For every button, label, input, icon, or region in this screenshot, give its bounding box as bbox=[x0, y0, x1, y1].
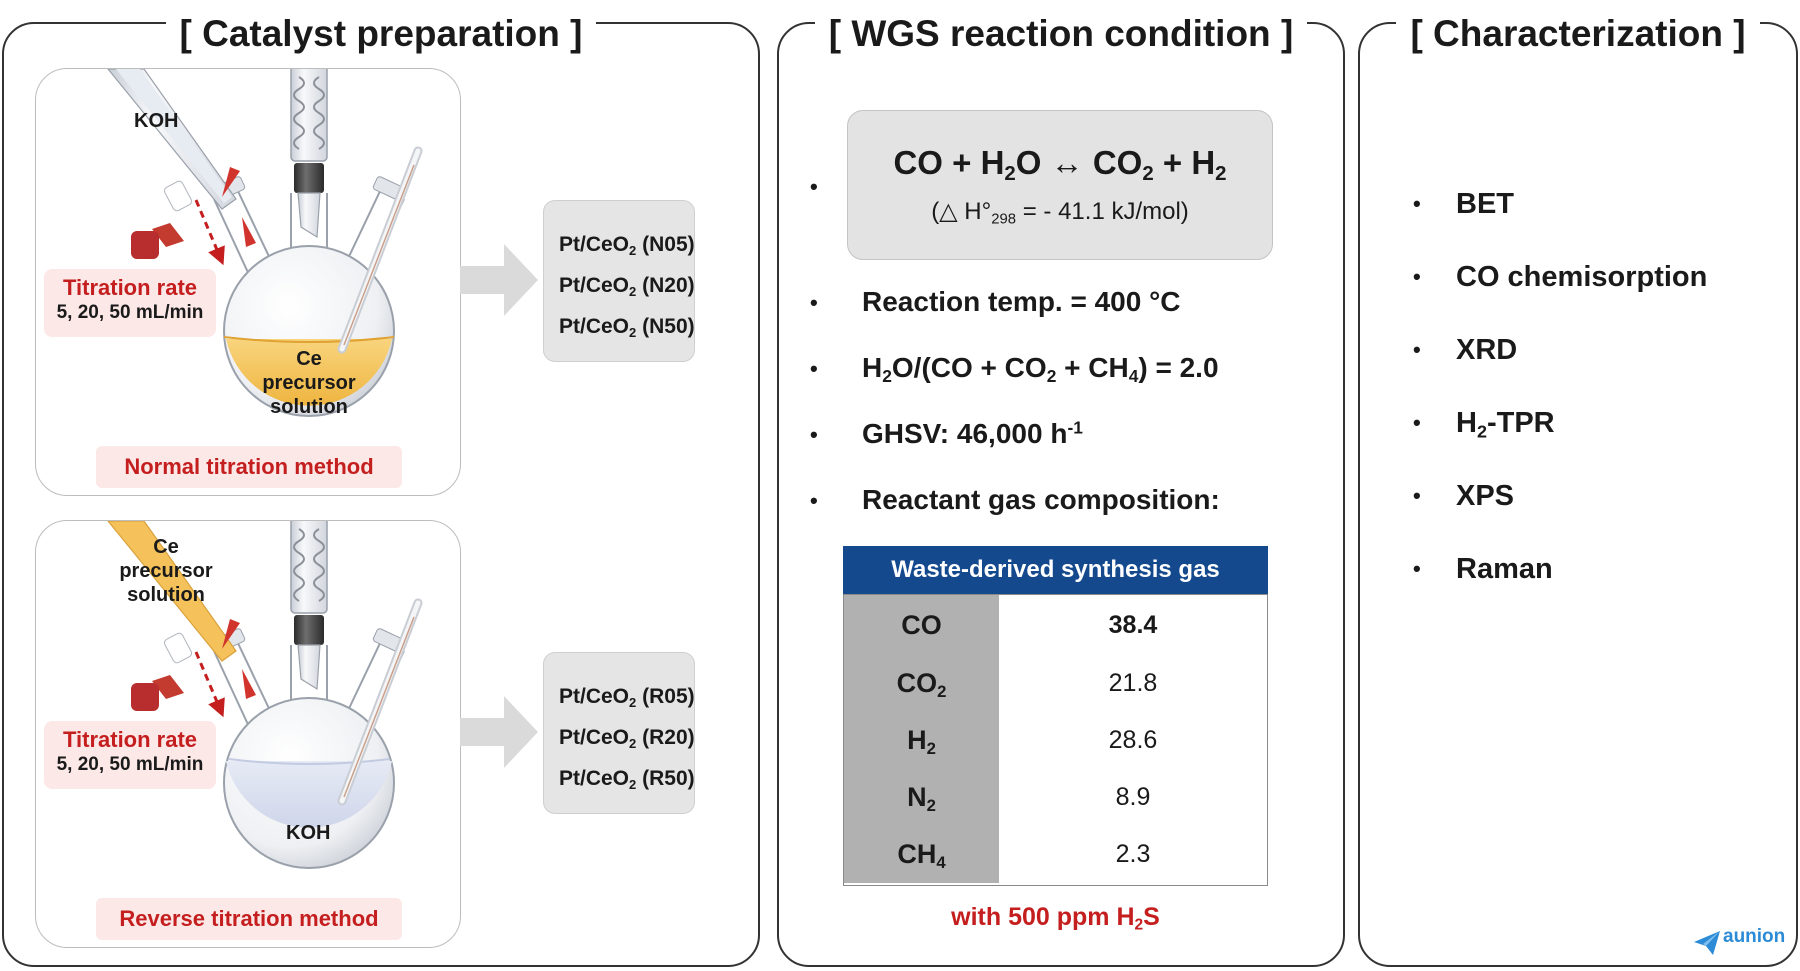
gas-name: CO2 bbox=[844, 655, 999, 712]
reagent-label-line: solution bbox=[127, 584, 205, 606]
normal-reagent-label: KOH bbox=[134, 110, 179, 132]
gas-value: 21.8 bbox=[1108, 669, 1158, 697]
flask-label-line: Ce bbox=[296, 348, 322, 370]
reverse-titration-setup: Ce precursor solution KOH Titration rate… bbox=[35, 520, 461, 948]
reverse-method-label: Reverse titration method bbox=[96, 898, 402, 940]
gas-value: 8.9 bbox=[1115, 783, 1151, 811]
bullet-icon: • bbox=[1413, 337, 1421, 362]
watermark-text: aunion bbox=[1723, 926, 1786, 947]
paper-plane-icon bbox=[1694, 931, 1720, 955]
normal-titration-setup: KOH Ce precursor solution Titration rate… bbox=[35, 68, 461, 496]
gas-composition-label: Reactant gas composition: bbox=[862, 484, 1220, 515]
product-item: Pt/CeO2 (R20) bbox=[559, 726, 695, 751]
gas-name: CO bbox=[844, 595, 999, 655]
catalyst-panel-title: [ Catalyst preparation ] bbox=[165, 13, 597, 54]
rate-title: Titration rate bbox=[62, 727, 198, 752]
characterization-item: Raman bbox=[1456, 553, 1553, 585]
table-row: CO2 21.8 bbox=[844, 655, 1267, 712]
table-row: CO 38.4 bbox=[844, 595, 1267, 655]
normal-titration-rate: Titration rate 5, 20, 50 mL/min bbox=[44, 269, 216, 337]
normal-right-arrow-icon bbox=[460, 244, 538, 316]
reverse-product-list: Pt/CeO2 (R05) Pt/CeO2 (R20) Pt/CeO2 (R50… bbox=[543, 652, 695, 814]
rate-title: Titration rate bbox=[62, 275, 198, 300]
flask-label-line: precursor bbox=[262, 372, 356, 394]
characterization-panel: [ Characterization ] bbox=[1358, 13, 1798, 967]
bullet-icon: • bbox=[1413, 483, 1421, 508]
bullet-icon: • bbox=[1413, 264, 1421, 289]
flask-label-line: solution bbox=[270, 396, 348, 418]
reverse-right-arrow-icon bbox=[460, 696, 538, 768]
bullet-icon: • bbox=[1413, 191, 1421, 216]
wgs-panel-title: [ WGS reaction condition ] bbox=[814, 13, 1308, 54]
product-item: Pt/CeO2 (N20) bbox=[559, 274, 695, 299]
characterization-item: H2-TPR bbox=[1456, 407, 1555, 442]
gas-value: 28.6 bbox=[1108, 726, 1158, 754]
characterization-item: XPS bbox=[1456, 480, 1515, 512]
reagent-label-line: Ce bbox=[153, 536, 179, 558]
bullet-icon: • bbox=[1413, 556, 1421, 581]
characterization-item: BET bbox=[1456, 188, 1514, 220]
product-item: Pt/CeO2 (R50) bbox=[559, 767, 695, 792]
gas-value: 2.3 bbox=[1115, 840, 1151, 868]
bullet-icon: • bbox=[810, 356, 818, 381]
gas-composition-table: CO 38.4 CO2 21.8 H2 28.6 N2 8.9 CH4 2.3 bbox=[843, 594, 1268, 886]
product-item: Pt/CeO2 (N50) bbox=[559, 315, 695, 340]
gas-table-header: Waste-derived synthesis gas bbox=[843, 546, 1268, 594]
gas-value: 38.4 bbox=[1108, 611, 1158, 639]
h2s-note: with 500 ppm H2S bbox=[951, 903, 1160, 934]
reagent-label-line: precursor bbox=[119, 560, 213, 582]
rate-values: 5, 20, 50 mL/min bbox=[56, 302, 204, 323]
reaction-temperature: Reaction temp. = 400 °C bbox=[862, 286, 1181, 317]
bullet-icon: • bbox=[810, 290, 818, 315]
characterization-item: XRD bbox=[1456, 334, 1518, 366]
reverse-reagent-label: Ce precursor solution bbox=[116, 535, 216, 607]
watermark-logo: aunion bbox=[1693, 926, 1789, 964]
table-row: H2 28.6 bbox=[844, 712, 1267, 769]
gas-name: N2 bbox=[844, 769, 999, 826]
steam-ratio: H2O/(CO + CO2 + CH4) = 2.0 bbox=[862, 352, 1219, 387]
ghsv: GHSV: 46,000 h-1 bbox=[862, 417, 1083, 449]
characterization-item: CO chemisorption bbox=[1456, 261, 1708, 293]
rate-values: 5, 20, 50 mL/min bbox=[56, 754, 204, 775]
gas-name: H2 bbox=[844, 712, 999, 769]
reverse-flask-contents: KOH bbox=[286, 822, 331, 844]
reaction-equation-box: CO + H2O ↔ CO2 + H2 (△ H°298 = - 41.1 kJ… bbox=[847, 110, 1273, 260]
reaction-equation: CO + H2O ↔ CO2 + H2 bbox=[893, 144, 1227, 186]
reaction-enthalpy: (△ H°298 = - 41.1 kJ/mol) bbox=[931, 198, 1189, 228]
bullet-icon: • bbox=[1413, 410, 1421, 435]
bullet-icon: • bbox=[810, 174, 818, 199]
bullet-icon: • bbox=[810, 488, 818, 513]
bullet-icon: • bbox=[810, 422, 818, 447]
normal-product-list: Pt/CeO2 (N05) Pt/CeO2 (N20) Pt/CeO2 (N50… bbox=[543, 200, 695, 362]
normal-flask-contents: Ce precursor solution bbox=[254, 347, 364, 419]
gas-name: CH4 bbox=[844, 826, 999, 883]
table-row: CH4 2.3 bbox=[844, 826, 1267, 883]
reverse-flask-apparatus-icon bbox=[107, 521, 423, 869]
product-item: Pt/CeO2 (N05) bbox=[559, 233, 695, 258]
normal-method-label: Normal titration method bbox=[96, 446, 402, 488]
table-row: N2 8.9 bbox=[844, 769, 1267, 826]
normal-flask-apparatus-icon bbox=[107, 69, 423, 417]
characterization-panel-title: [ Characterization ] bbox=[1396, 13, 1760, 54]
reverse-titration-rate: Titration rate 5, 20, 50 mL/min bbox=[44, 721, 216, 789]
product-item: Pt/CeO2 (R05) bbox=[559, 685, 695, 710]
